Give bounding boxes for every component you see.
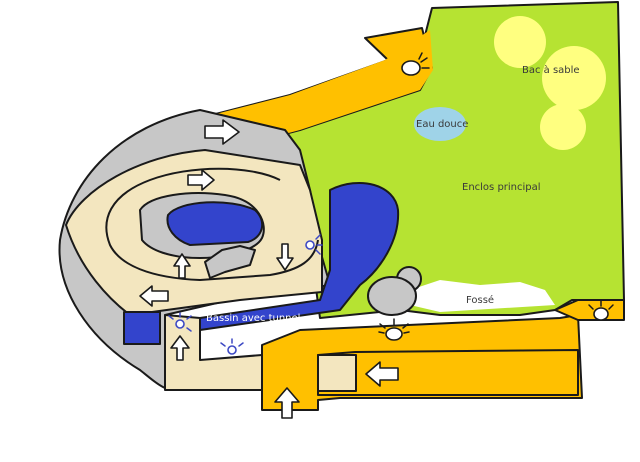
label-main-enclosure: Enclos principal: [462, 182, 541, 193]
blue-lamp-icon: [220, 338, 244, 355]
blue-lamp-icon: [168, 312, 192, 332]
lower-path-sand-gap: [317, 354, 357, 392]
boulder-large: [367, 276, 417, 316]
crack-rock: [204, 245, 256, 279]
inner-pool: [166, 201, 264, 246]
spiral-band: [105, 167, 319, 281]
arrow-icon: [276, 243, 294, 271]
ditch: [410, 280, 555, 312]
arrow-icon: [187, 169, 215, 191]
label-fresh-water: Eau douce: [416, 119, 468, 130]
arrow-icon: [139, 285, 169, 307]
arrow-icon: [173, 253, 191, 279]
blue-lamp-icon: [305, 234, 323, 255]
fresh-water-pond: [414, 107, 466, 141]
sand-spot-2: [542, 46, 606, 110]
arrow-icon: [365, 361, 399, 387]
arrow-icon: [274, 387, 300, 419]
arrow-icon: [204, 119, 240, 145]
heat-lamp-icon: [588, 299, 614, 321]
heat-lamp-icon: [401, 52, 430, 76]
sand-spot-1: [494, 16, 546, 68]
tunnel-pool: [199, 181, 400, 331]
sand-spot-3: [540, 104, 586, 150]
pool-block-left: [123, 311, 161, 345]
label-tunnel-pool: Bassin avec tunnel: [206, 313, 300, 324]
label-sandbox: Bac à sable: [522, 64, 580, 76]
arrow-icon: [170, 335, 190, 361]
label-ditch: Fossé: [466, 294, 494, 306]
heat-lamp-icon: [378, 318, 410, 341]
